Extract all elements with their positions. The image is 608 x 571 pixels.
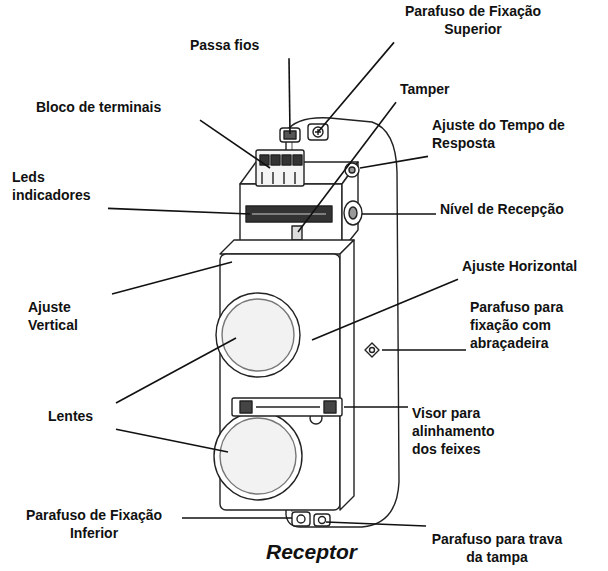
leader-line [362,213,436,215]
part-label: Parafuso de Fixação Superior [398,2,548,38]
leader-line [360,156,428,168]
leader-line [116,338,236,403]
part-label: Leds indicadores [12,168,104,204]
leader-line [312,279,458,340]
leader-line [112,262,232,294]
figure-caption: Receptor [266,540,357,564]
part-label: Tamper [400,80,462,98]
leader-line [344,406,408,408]
part-label: Visor para alinhamento dos feixes [412,404,522,459]
part-label: Nível de Recepção [440,200,600,218]
part-label: Parafuso para trava da tampa [430,530,564,566]
part-label: Ajuste Vertical [28,298,108,334]
leader-line [200,120,270,168]
leader-line [298,102,396,232]
leader-line [108,208,250,214]
part-label: Passa fios [190,36,285,54]
part-label: Ajuste do Tempo de Resposta [432,116,604,152]
leader-line [382,349,466,351]
part-label: Lentes [48,407,112,425]
part-label: Bloco de terminais [36,98,196,116]
leader-line [182,517,292,519]
leader-line [326,522,426,526]
part-label: Parafuso para fixação com abraçadeira [470,298,592,353]
part-label: Ajuste Horizontal [462,257,604,275]
part-label: Parafuso de Fixação Inferior [10,506,178,542]
leader-line [116,429,228,452]
leader-line [289,58,290,134]
leader-line [318,42,394,132]
